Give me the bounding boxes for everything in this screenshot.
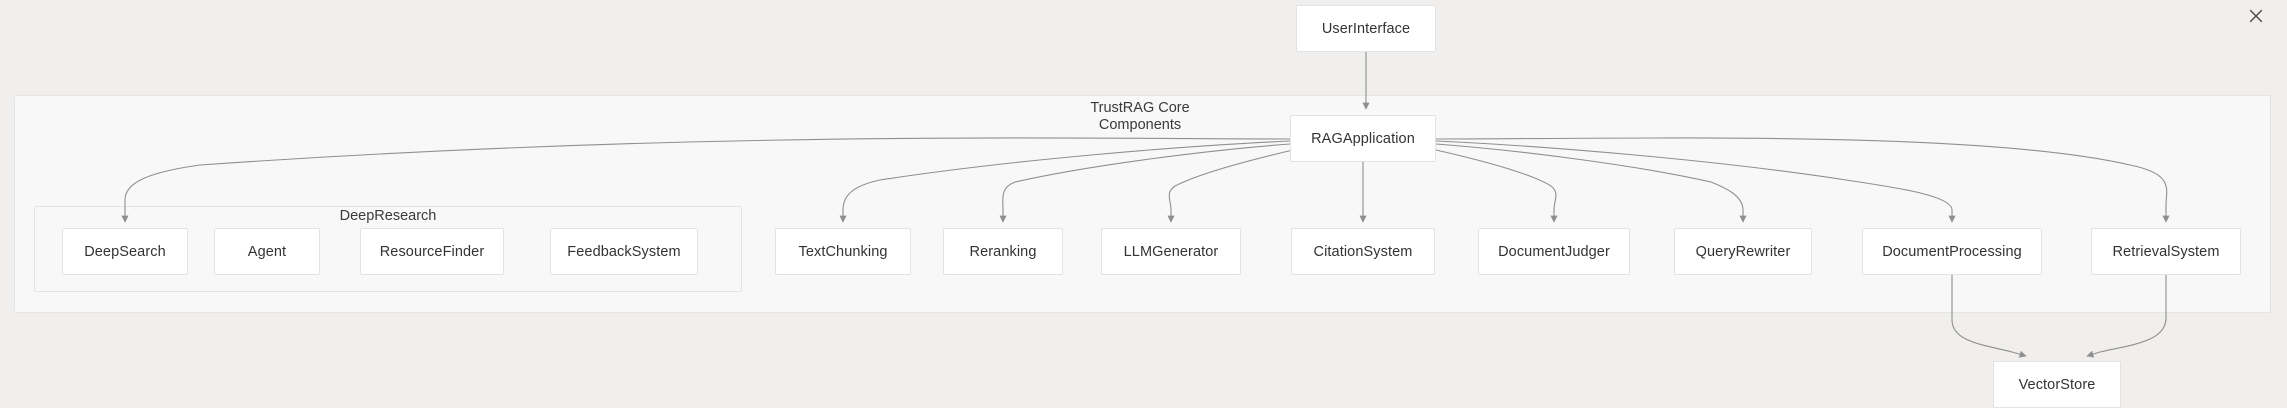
node-documentjudger[interactable]: DocumentJudger: [1478, 228, 1630, 275]
node-vectorstore[interactable]: VectorStore: [1993, 361, 2121, 408]
node-ragapplication[interactable]: RAGApplication: [1290, 115, 1436, 162]
node-documentprocessing[interactable]: DocumentProcessing: [1862, 228, 2042, 275]
node-llmgenerator[interactable]: LLMGenerator: [1101, 228, 1241, 275]
node-deepsearch[interactable]: DeepSearch: [62, 228, 188, 275]
node-retrievalsystem[interactable]: RetrievalSystem: [2091, 228, 2241, 275]
node-agent[interactable]: Agent: [214, 228, 320, 275]
node-textchunking[interactable]: TextChunking: [775, 228, 911, 275]
node-feedbacksystem[interactable]: FeedbackSystem: [550, 228, 698, 275]
node-userinterface[interactable]: UserInterface: [1296, 5, 1436, 52]
close-icon[interactable]: [2243, 3, 2269, 29]
node-reranking[interactable]: Reranking: [943, 228, 1063, 275]
node-queryrewriter[interactable]: QueryRewriter: [1674, 228, 1812, 275]
node-resourcefinder[interactable]: ResourceFinder: [360, 228, 504, 275]
node-citationsystem[interactable]: CitationSystem: [1291, 228, 1435, 275]
